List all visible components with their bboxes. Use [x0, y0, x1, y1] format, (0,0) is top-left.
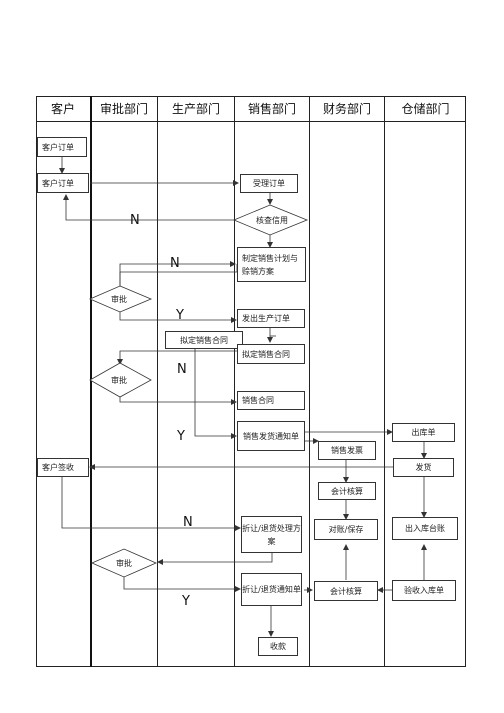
production-order-box: 发出生产订单 [237, 309, 305, 328]
sales-invoice-box: 销售发票 [318, 441, 376, 460]
approve-1-label: 审批 [111, 295, 127, 304]
header-divider [36, 121, 466, 122]
check-credit-diamond [232, 204, 309, 236]
accept-order-box: 受理订单 [240, 174, 298, 193]
receipt-inbound-box: 验收入库单 [392, 580, 456, 601]
approve-2-label: 审批 [111, 376, 127, 385]
lane-header-customer: 客户 [50, 102, 75, 116]
lane-header-sales: 销售部门 [247, 102, 296, 116]
collect-payment-box: 收款 [258, 637, 298, 656]
lane-header-warehouse: 仓储部门 [401, 102, 450, 116]
flag-n: N [170, 256, 180, 271]
approve-1-diamond [88, 285, 153, 313]
lane-divider [234, 96, 235, 667]
delivery-notice-box: 销售发货通知单 [237, 421, 305, 451]
customer-order-box: 客户订单 [37, 137, 87, 157]
lane-header-approval: 审批部门 [99, 102, 148, 116]
swimlane-frame [36, 96, 466, 667]
flag-y: Y [177, 429, 185, 444]
approve-3-label: 审批 [116, 559, 132, 568]
sales-contract-box: 销售合同 [237, 391, 305, 410]
flag-y: Y [182, 594, 190, 609]
customer-receipt-box: 客户签收 [37, 458, 89, 477]
draft-contract-box-production: 拟定销售合同 [165, 331, 243, 349]
accounting-check-box-1: 会计核算 [318, 482, 376, 500]
approve-3-diamond [91, 548, 157, 578]
ship-goods-box: 发货 [393, 458, 454, 477]
lane-divider [90, 96, 92, 667]
check-credit-label: 核查信用 [256, 216, 288, 225]
flag-n: N [183, 515, 193, 530]
outbound-order-box: 出库单 [392, 423, 455, 442]
accounting-check-box-2: 会计核算 [314, 581, 378, 601]
customer-order-box-2: 客户订单 [37, 173, 89, 193]
inout-ledger-box: 出入库台账 [392, 517, 458, 540]
flag-y: Y [176, 308, 184, 323]
lane-divider [309, 96, 310, 667]
sales-plan-box: 制定销售计划与赊销方案 [237, 247, 306, 282]
lane-header-finance: 财务部门 [322, 102, 371, 116]
lane-divider [157, 96, 158, 667]
lane-divider [384, 96, 385, 667]
discount-return-notice-box: 折让/退货通知单 [241, 573, 302, 606]
approve-2-diamond [89, 362, 152, 398]
discount-return-plan-box: 折让/退货处理方案 [241, 516, 302, 553]
lane-header-production: 生产部门 [171, 102, 220, 116]
flag-n: N [177, 362, 187, 377]
flag-n: N [130, 213, 140, 228]
draft-contract-box-sales: 拟定销售合同 [237, 344, 305, 364]
reconcile-save-box: 对账/保存 [314, 519, 378, 540]
